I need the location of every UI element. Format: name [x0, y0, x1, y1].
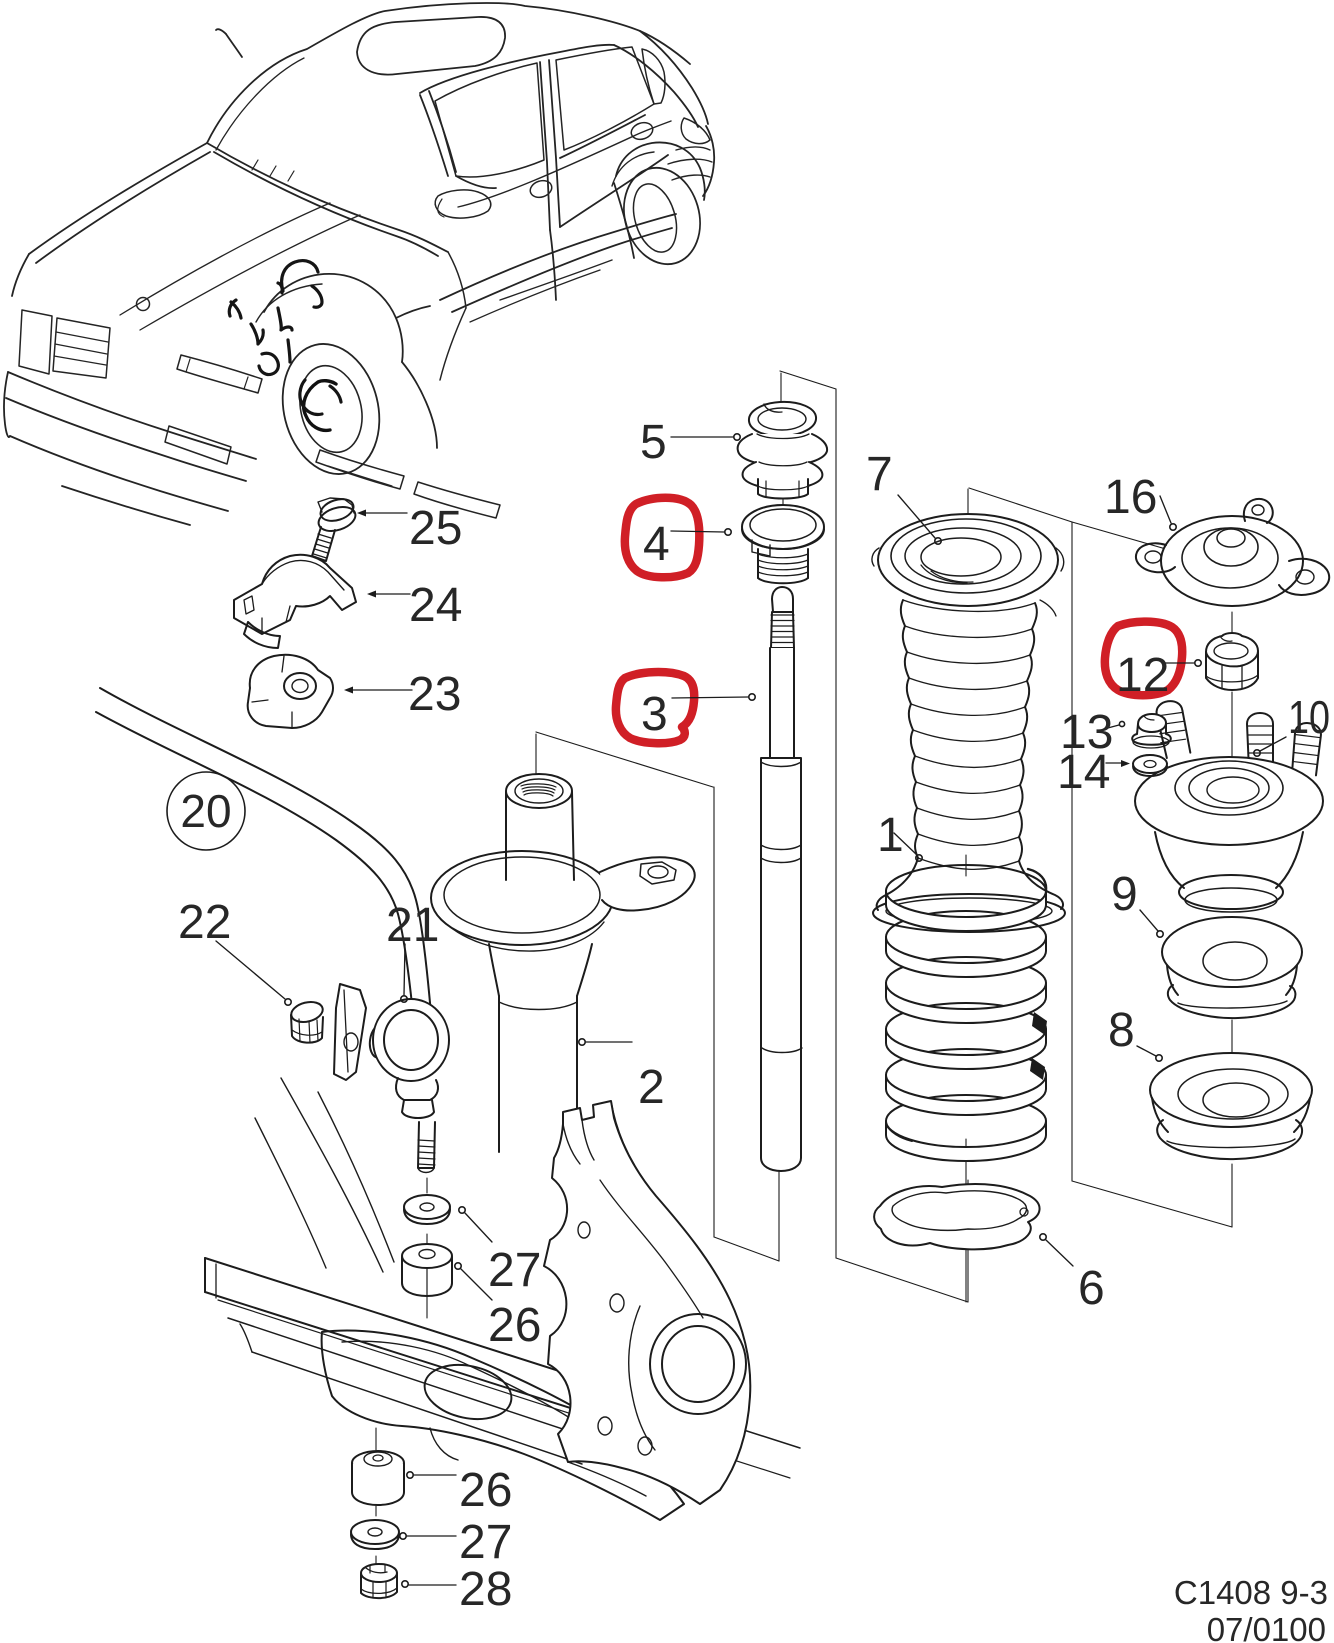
svg-text:12: 12: [1116, 649, 1169, 702]
svg-text:8: 8: [1108, 1004, 1135, 1057]
svg-text:10: 10: [1288, 691, 1330, 743]
svg-text:1: 1: [877, 809, 904, 862]
svg-text:23: 23: [408, 668, 461, 721]
svg-text:14: 14: [1057, 746, 1110, 799]
svg-text:22: 22: [178, 896, 231, 949]
svg-text:27: 27: [459, 1516, 512, 1569]
svg-text:24: 24: [409, 579, 462, 632]
svg-text:16: 16: [1104, 471, 1157, 524]
svg-text:9: 9: [1111, 868, 1138, 921]
svg-text:C1408 9-3: C1408 9-3: [1174, 1574, 1328, 1611]
svg-text:4: 4: [643, 518, 670, 571]
svg-text:20: 20: [180, 785, 231, 837]
svg-text:27: 27: [488, 1244, 541, 1297]
svg-text:13: 13: [1060, 706, 1113, 759]
svg-text:28: 28: [459, 1563, 512, 1616]
svg-text:6: 6: [1078, 1262, 1105, 1315]
svg-text:5: 5: [640, 416, 667, 469]
svg-text:3: 3: [641, 688, 668, 741]
svg-text:07/0100: 07/0100: [1207, 1611, 1326, 1643]
svg-text:26: 26: [459, 1464, 512, 1517]
svg-text:25: 25: [409, 502, 462, 555]
svg-text:7: 7: [866, 448, 893, 501]
svg-text:21: 21: [386, 899, 439, 952]
svg-text:26: 26: [488, 1299, 541, 1352]
svg-text:2: 2: [638, 1061, 665, 1114]
